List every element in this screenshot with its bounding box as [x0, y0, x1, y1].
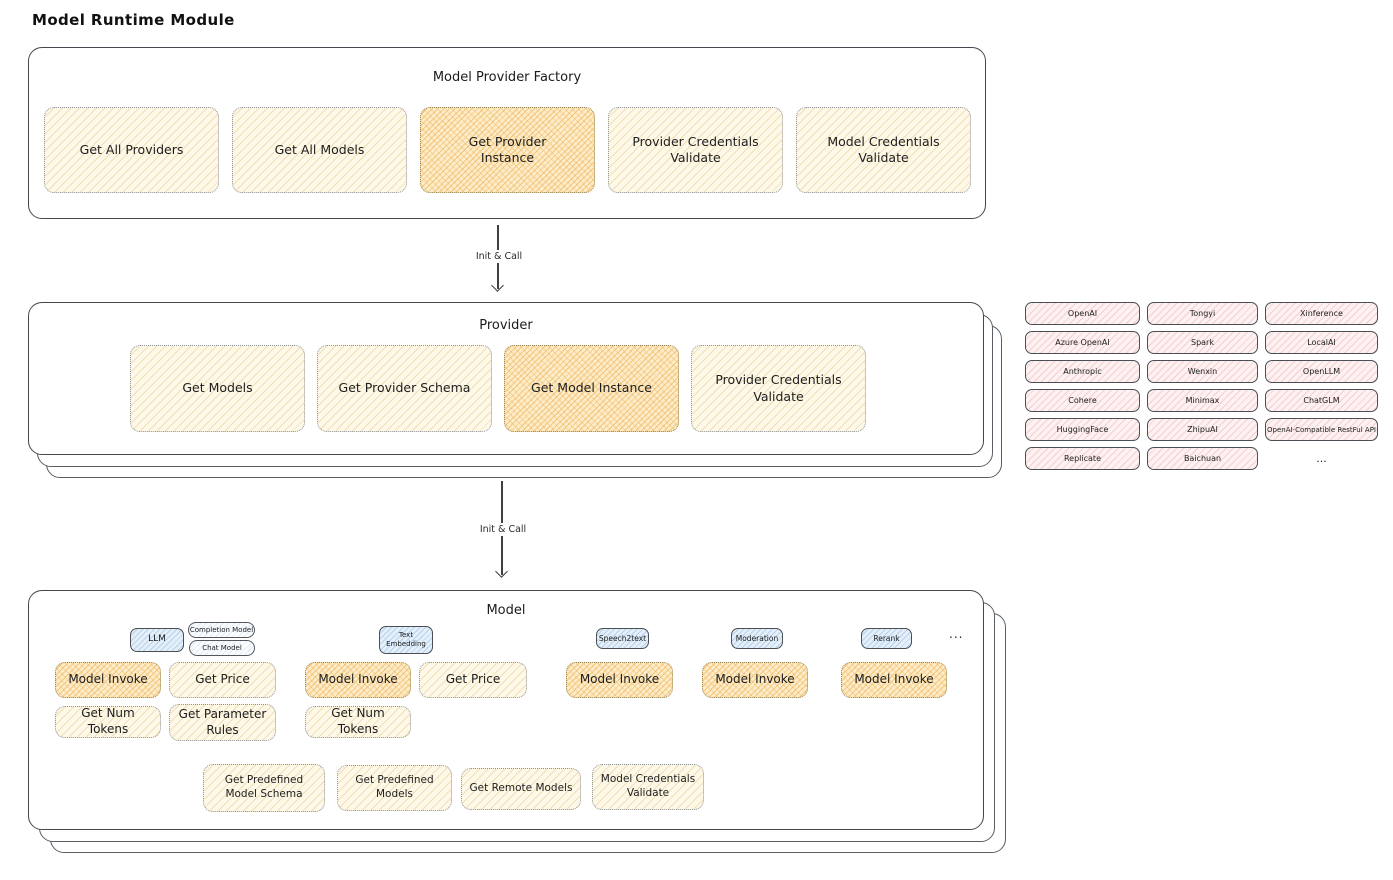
tag-chat-model: Chat Model: [189, 640, 255, 656]
init-call-arrow-1-head: [491, 279, 504, 292]
provider-item-replicate: Replicate: [1025, 447, 1140, 470]
provider-item-anthropic: Anthropic: [1025, 360, 1140, 383]
node-get-price: Get Price: [419, 662, 527, 698]
node-get-models: Get Models: [130, 345, 305, 432]
node-model-credentials-validate: Model Credentials Validate: [796, 107, 971, 193]
node-provider-credentials-validate: Provider Credentials Validate: [608, 107, 783, 193]
provider-item-xinference: Xinference: [1265, 302, 1378, 325]
tag-llm: LLM: [130, 628, 184, 652]
node-get-provider-instance: Get Provider Instance: [420, 107, 595, 193]
node-model-invoke: Model Invoke: [702, 662, 808, 698]
provider-item-huggingface: HuggingFace: [1025, 418, 1140, 441]
provider-item-cohere: Cohere: [1025, 389, 1140, 412]
provider-item-localai: LocalAI: [1265, 331, 1378, 354]
provider-item-openllm: OpenLLM: [1265, 360, 1378, 383]
provider-item-openai: OpenAI: [1025, 302, 1140, 325]
provider-item-zhipuai: ZhipuAI: [1147, 418, 1258, 441]
tag-speech2text: Speech2text: [596, 628, 649, 649]
node-get-remote-models: Get Remote Models: [461, 768, 581, 810]
node-model-invoke: Model Invoke: [305, 662, 411, 698]
provider-item-tongyi: Tongyi: [1147, 302, 1258, 325]
provider-item-azure-openai: Azure OpenAI: [1025, 331, 1140, 354]
factory-title: Model Provider Factory: [432, 70, 582, 85]
provider-item-baichuan: Baichuan: [1147, 447, 1258, 470]
init-call-arrow-2-head: [495, 565, 508, 578]
node-get-price: Get Price: [169, 662, 276, 698]
node-model-invoke: Model Invoke: [566, 662, 673, 698]
tag-rerank: Rerank: [861, 628, 912, 649]
provider-item-wenxin: Wenxin: [1147, 360, 1258, 383]
node-model-invoke: Model Invoke: [841, 662, 947, 698]
node-get-num-tokens: Get Num Tokens: [305, 706, 411, 738]
node-get-num-tokens: Get Num Tokens: [55, 706, 161, 738]
node-get-predefined-model-schema: Get Predefined Model Schema: [203, 764, 325, 812]
node-get-model-instance: Get Model Instance: [504, 345, 679, 432]
node-get-parameter-rules: Get Parameter Rules: [169, 704, 276, 741]
provider-item-spark: Spark: [1147, 331, 1258, 354]
tag-moderation: Moderation: [731, 628, 783, 649]
node-get-predefined-models: Get Predefined Models: [337, 765, 452, 811]
provider-title: Provider: [479, 318, 533, 333]
node-provider-credentials-validate: Provider Credentials Validate: [691, 345, 866, 432]
provider-item-minimax: Minimax: [1147, 389, 1258, 412]
more-providers-ellipsis: ...: [1316, 452, 1327, 465]
node-get-provider-schema: Get Provider Schema: [317, 345, 492, 432]
node-model-credentials-validate: Model Credentials Validate: [592, 764, 704, 810]
init-call-arrow-1-label: Init & Call: [470, 250, 528, 263]
model-title: Model: [486, 603, 526, 618]
node-model-invoke: Model Invoke: [55, 662, 161, 698]
more-model-types-ellipsis: ...: [949, 627, 964, 641]
tag-text-embedding: Text Embedding: [379, 626, 433, 654]
tag-completion-model: Completion Model: [188, 622, 255, 638]
node-get-all-models: Get All Models: [232, 107, 407, 193]
init-call-arrow-2-label: Init & Call: [474, 523, 532, 536]
node-get-all-providers: Get All Providers: [44, 107, 219, 193]
provider-item-chatglm: ChatGLM: [1265, 389, 1378, 412]
provider-item-openai-compatible-restful-api: OpenAI-Compatible RestFul API: [1265, 418, 1378, 441]
page-title: Model Runtime Module: [32, 11, 235, 29]
